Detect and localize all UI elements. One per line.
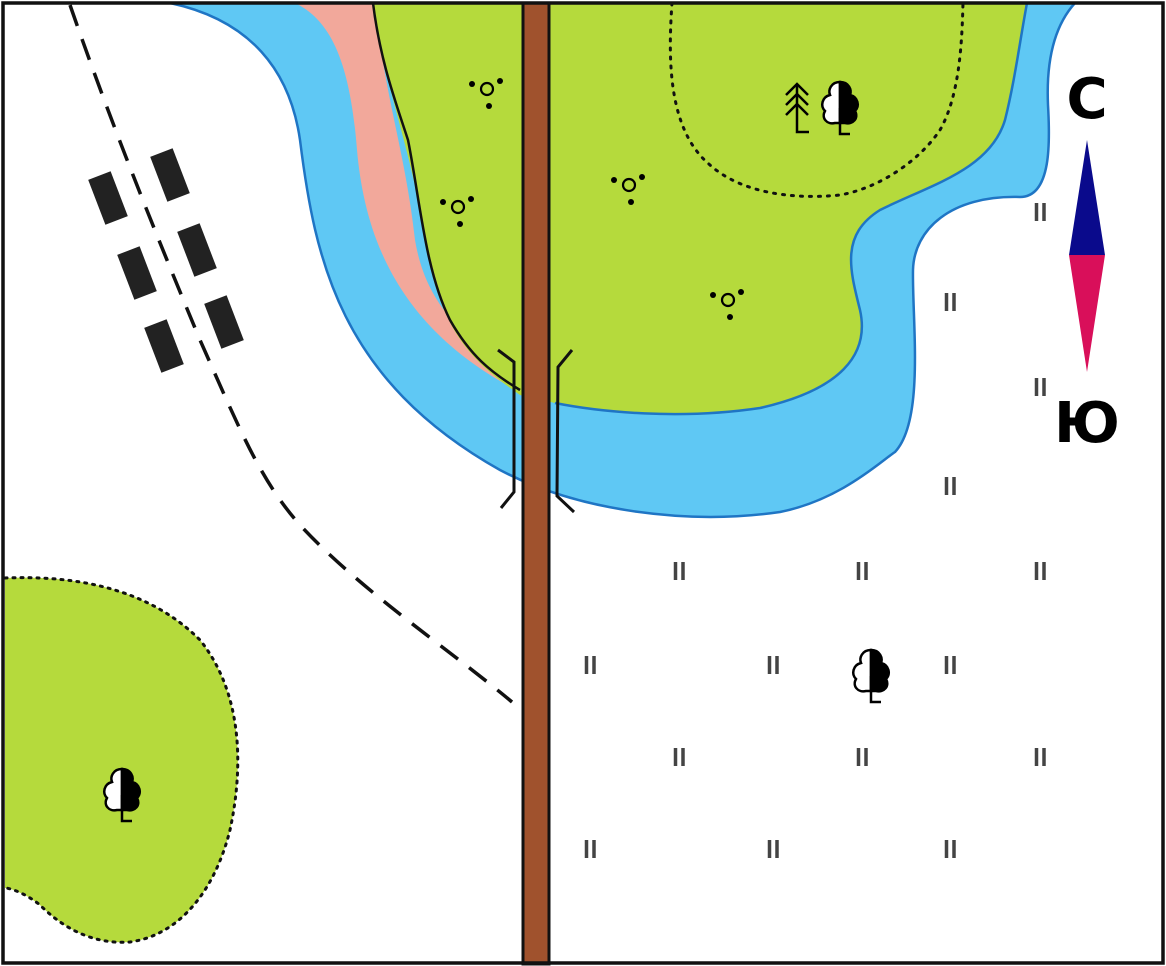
road bbox=[521, 1, 551, 966]
meadow-edge-river bbox=[554, 2, 1029, 416]
compass-arrow-icon bbox=[1069, 140, 1105, 372]
river-bank-left bbox=[169, 1, 1076, 519]
bridge-icon bbox=[497, 348, 576, 514]
meadow-southwest bbox=[5, 577, 238, 943]
forest-boundary bbox=[668, 1, 965, 198]
meadow-edge-left bbox=[371, 2, 521, 392]
compass-south-arrow bbox=[1069, 255, 1105, 372]
sand-bank bbox=[295, 3, 520, 392]
compass-north-arrow bbox=[1069, 140, 1105, 255]
dashed-trail bbox=[68, 4, 514, 704]
compass-south-label: Ю bbox=[1054, 391, 1120, 456]
building-icon bbox=[88, 148, 244, 373]
compass-north-label: С bbox=[1066, 67, 1107, 132]
